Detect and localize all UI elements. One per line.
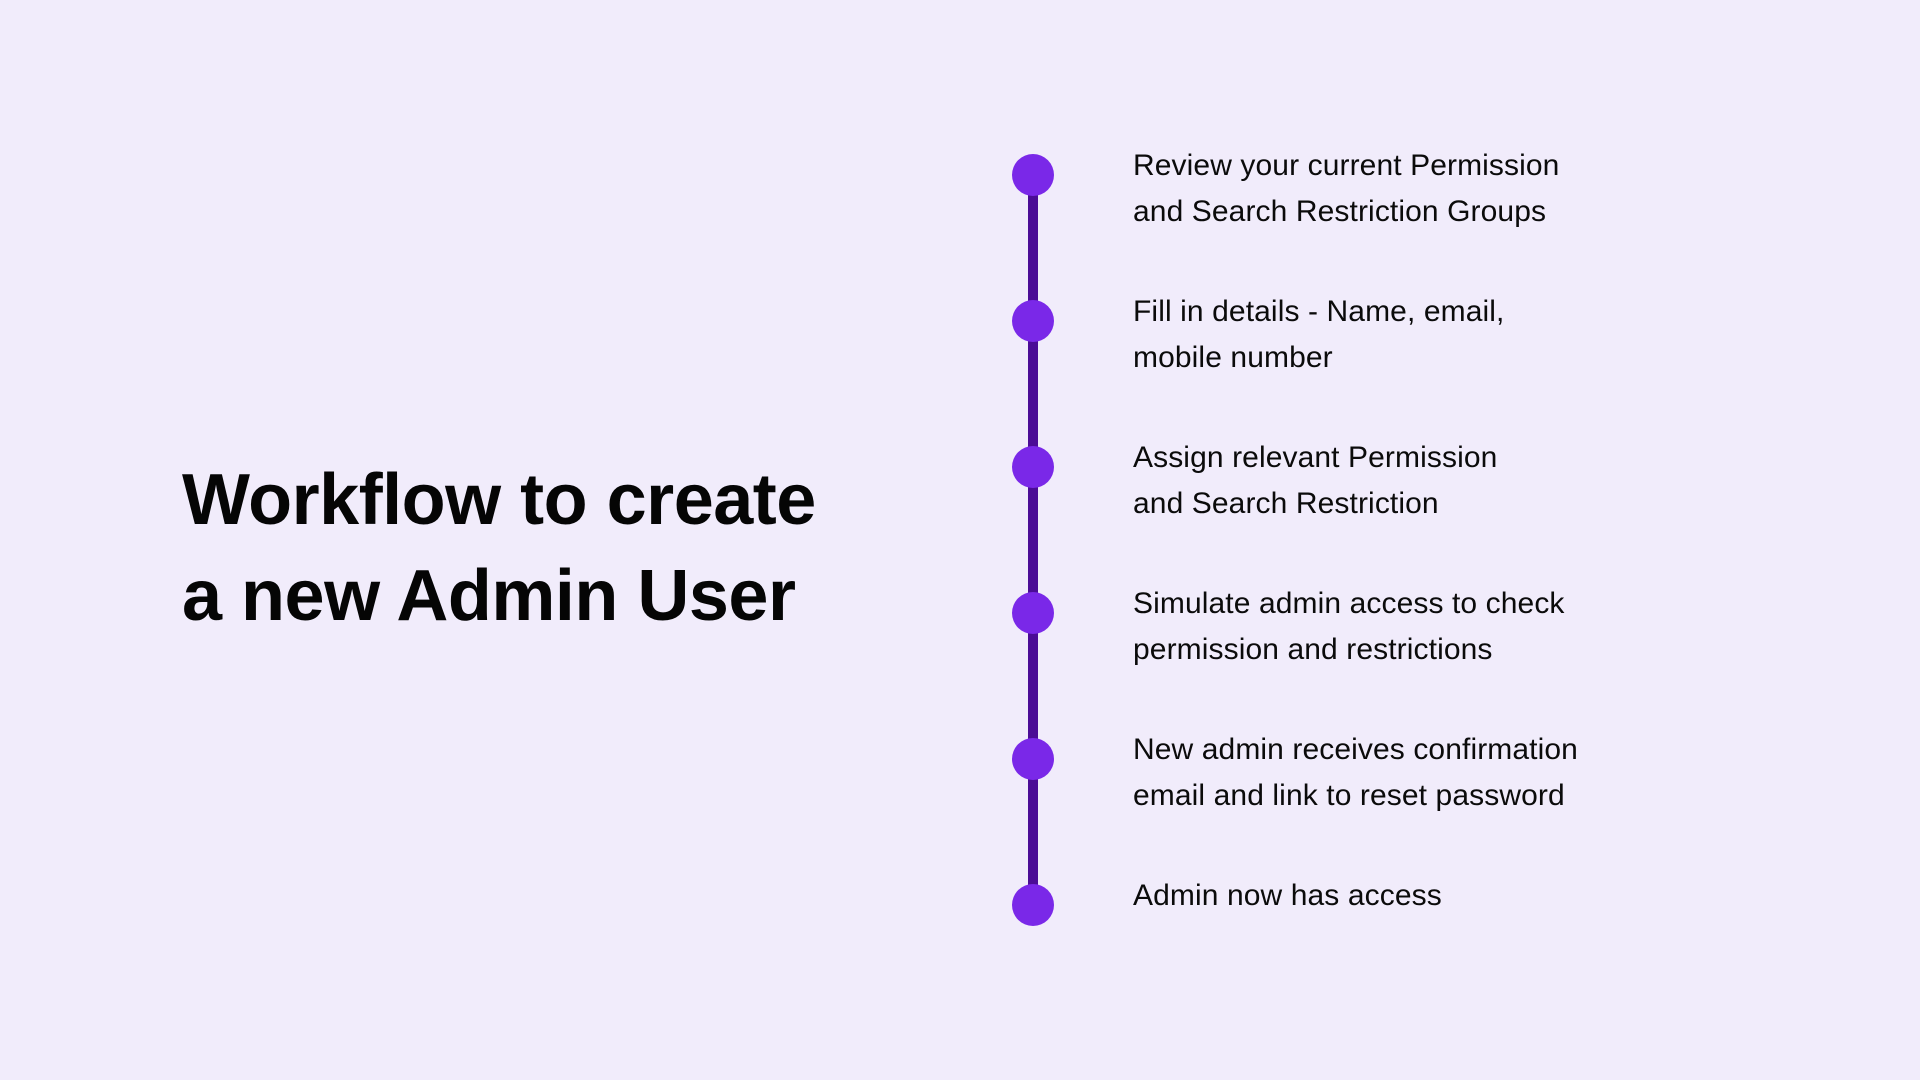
page-title: Workflow to create a new Admin User — [182, 452, 822, 644]
timeline-step-label: New admin receives confirmation email an… — [1133, 733, 1578, 812]
timeline-step-label: Simulate admin access to check permissio… — [1133, 587, 1565, 666]
timeline-connector-line — [1028, 175, 1038, 905]
timeline-dot-icon — [1012, 884, 1054, 926]
page-title-line-2: a new Admin User — [182, 556, 796, 636]
timeline-dot-icon — [1012, 592, 1054, 634]
timeline-dot-icon — [1012, 446, 1054, 488]
timeline-dot-icon — [1012, 738, 1054, 780]
timeline-step-label: Assign relevant Permission and Search Re… — [1133, 441, 1498, 520]
timeline-step-label: Fill in details - Name, email, mobile nu… — [1133, 295, 1505, 374]
workflow-timeline: Review your current Permission and Searc… — [1012, 149, 1712, 944]
timeline-step-label: Review your current Permission and Searc… — [1133, 149, 1560, 228]
timeline-dot-icon — [1012, 300, 1054, 342]
timeline-dot-icon — [1012, 154, 1054, 196]
timeline-step-label: Admin now has access — [1133, 879, 1442, 912]
page-title-line-1: Workflow to create — [182, 460, 816, 540]
